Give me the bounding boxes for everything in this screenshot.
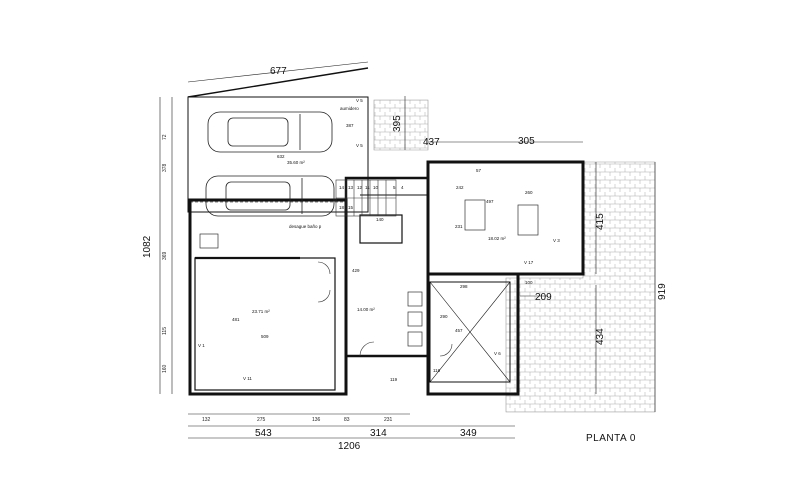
dim-132: 132 [202, 417, 211, 423]
dim-right-height: 919 [657, 283, 668, 300]
inner-dim-119: 119 [390, 377, 398, 382]
stair-18: 18 [339, 205, 345, 210]
bath-note: desague baño p [289, 224, 322, 229]
furniture [199, 199, 539, 347]
dim-top-width: 677 [270, 66, 287, 77]
stair-11: 11 [365, 185, 370, 190]
exterior-walls [187, 67, 585, 396]
dim-437: 437 [423, 137, 440, 148]
hall-area-label: 14.00 m² [357, 307, 375, 312]
dim-305: 305 [518, 136, 535, 147]
inner-dim-118: 118 [433, 368, 441, 373]
dim-395: 395 [392, 115, 403, 132]
dim-434: 434 [595, 328, 606, 345]
inner-dim-140: 140 [376, 217, 384, 222]
stair-4: 4 [401, 185, 404, 190]
inner-dim-387: 387 [346, 123, 354, 128]
interior-walls [190, 194, 511, 391]
dim-209: 209 [535, 292, 552, 303]
dim-83: 83 [344, 417, 350, 423]
door-swings [317, 261, 453, 357]
window-v17: V 17 [524, 260, 534, 265]
window-v5-b: V 5 [356, 143, 363, 148]
plan-title: PLANTA 0 [586, 433, 636, 444]
stair-10: 10 [373, 185, 379, 190]
car-icon [207, 111, 333, 153]
living-area-label: 23.71 m² [252, 309, 270, 314]
stair-14: 14 [339, 185, 345, 190]
garage-note: aumidero [340, 106, 359, 111]
window-v1: V 1 [198, 343, 205, 348]
dim-543: 543 [255, 428, 272, 439]
inner-dim-231: 231 [455, 224, 463, 229]
dim-total-width: 1206 [338, 441, 361, 452]
inner-dim-509: 509 [261, 334, 269, 339]
inner-dim-57: 57 [476, 168, 482, 173]
dim-378: 378 [162, 163, 168, 172]
dim-72: 72 [162, 134, 168, 140]
window-v3: V 3 [553, 238, 560, 243]
window-v11: V 11 [243, 376, 252, 381]
paving-area-top [373, 99, 429, 151]
dimension-lines [159, 61, 656, 439]
window-v5-a: V 5 [356, 98, 363, 103]
stair-5: 5 [393, 185, 396, 190]
paving-area-right [505, 161, 656, 413]
inner-dim-481: 481 [232, 317, 240, 322]
dim-115: 115 [162, 327, 168, 335]
dim-231: 231 [384, 417, 393, 423]
dim-314: 314 [370, 428, 387, 439]
inner-dim-242: 242 [456, 185, 464, 190]
inner-dim-298: 298 [460, 284, 468, 289]
inner-dim-632: 632 [277, 154, 285, 159]
stair-15: 15 [348, 205, 354, 210]
garage-area-label: 35.60 m² [287, 160, 305, 165]
inner-dim-497: 497 [486, 199, 494, 204]
staircase [335, 179, 397, 217]
car-icon [205, 175, 335, 217]
dim-415: 415 [595, 213, 606, 230]
inner-dim-260: 260 [525, 190, 533, 195]
dim-136: 136 [312, 417, 321, 423]
inner-dim-290: 290 [440, 314, 448, 319]
dim-275: 275 [257, 417, 266, 423]
dim-total-height: 1082 [142, 235, 153, 258]
inner-dim-457: 457 [455, 328, 463, 333]
inner-dim-429: 429 [352, 268, 360, 273]
inner-dim-100: 100 [525, 280, 533, 285]
dim-160: 160 [162, 364, 168, 373]
window-v6: V 6 [494, 351, 501, 356]
kitchen-area-label: 18.02 m² [488, 236, 506, 241]
stair-12: 12 [357, 185, 363, 190]
stair-13: 13 [348, 185, 354, 190]
dim-369: 369 [162, 251, 168, 260]
dim-349: 349 [460, 428, 477, 439]
